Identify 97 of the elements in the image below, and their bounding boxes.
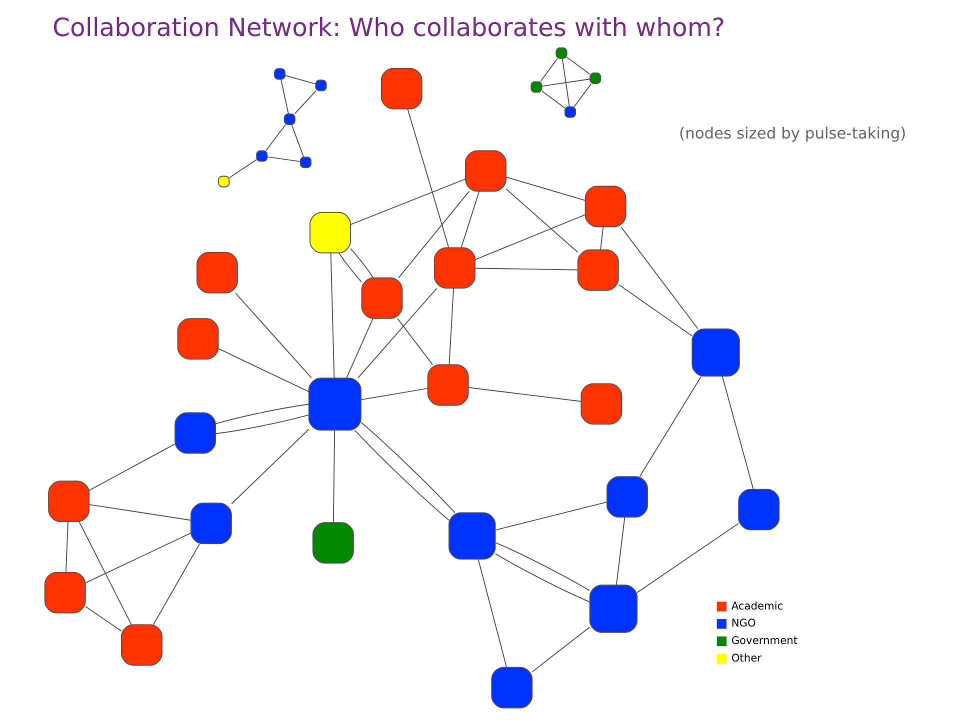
node-box — [315, 80, 327, 92]
node-box — [218, 176, 230, 188]
node-box — [448, 512, 496, 560]
connector — [542, 90, 566, 108]
node-box — [590, 72, 602, 84]
connector — [88, 504, 192, 521]
connector — [231, 428, 310, 504]
connector — [284, 75, 316, 84]
connector — [494, 502, 608, 531]
connector — [280, 78, 289, 114]
connector — [478, 558, 508, 668]
node-box — [530, 81, 542, 93]
node-box — [256, 150, 268, 162]
connector — [88, 444, 176, 491]
connector — [474, 214, 586, 260]
node-box — [190, 502, 232, 544]
node-box — [580, 383, 622, 425]
connector — [541, 78, 590, 87]
node-box — [434, 247, 476, 289]
connector — [346, 318, 374, 378]
node-box — [491, 666, 533, 708]
connector — [266, 124, 286, 152]
node-box — [564, 106, 576, 118]
node-box — [361, 277, 403, 319]
connector — [566, 56, 590, 75]
node-box — [577, 249, 619, 291]
node-box — [284, 113, 296, 126]
connector — [407, 108, 450, 248]
connector — [235, 292, 312, 378]
node-box — [44, 572, 86, 614]
connector — [350, 248, 374, 278]
connector — [358, 288, 438, 378]
connector — [460, 191, 480, 248]
label: (nodes sized by pulse-taking) — [679, 124, 906, 142]
connector — [354, 430, 450, 521]
node-box — [380, 68, 422, 110]
connector — [397, 318, 433, 366]
connector — [468, 387, 582, 402]
connector — [620, 226, 698, 330]
connector — [218, 348, 310, 392]
node-box — [427, 364, 469, 406]
node-box — [310, 212, 351, 254]
connector — [616, 516, 626, 586]
connector — [722, 376, 754, 490]
node-box — [48, 480, 90, 522]
legend-label: Other — [731, 651, 762, 664]
connector — [574, 83, 592, 108]
connector — [448, 288, 454, 366]
connector — [639, 376, 702, 477]
node-box — [300, 156, 312, 168]
node-box — [738, 488, 780, 530]
connector — [636, 522, 739, 594]
node-box — [312, 522, 354, 564]
node-box — [692, 328, 740, 377]
connector — [494, 542, 590, 592]
node-box — [274, 68, 286, 80]
node-box — [121, 624, 162, 666]
connector — [495, 553, 590, 602]
connector — [618, 284, 692, 336]
connector — [474, 268, 578, 270]
connector — [338, 252, 362, 282]
node-box — [177, 318, 219, 360]
node-box — [174, 412, 216, 454]
legend-label: Government — [731, 634, 798, 647]
connector — [85, 606, 122, 632]
connector — [562, 58, 570, 108]
node-box — [196, 252, 238, 294]
node-box — [465, 150, 506, 192]
connector — [350, 178, 466, 226]
node-box — [606, 476, 648, 518]
connector — [506, 188, 578, 253]
connector — [330, 252, 335, 378]
legend-label: Academic — [731, 599, 784, 612]
diagram-title: Collaboration Network: Who collaborates with whom? — [52, 13, 726, 42]
connector — [360, 388, 428, 400]
connector — [506, 176, 586, 201]
connector — [215, 404, 310, 424]
connector — [84, 532, 192, 584]
connector — [600, 226, 604, 250]
connector — [540, 58, 558, 82]
connector — [266, 156, 301, 162]
connector — [332, 430, 336, 523]
node-box — [584, 186, 626, 228]
connector — [152, 543, 200, 626]
node-box — [556, 47, 568, 59]
connector — [398, 190, 470, 278]
legend-label: NGO — [731, 616, 756, 630]
connector — [228, 159, 257, 178]
connector — [532, 626, 590, 672]
connector — [215, 414, 310, 434]
node-box — [308, 378, 362, 431]
connector — [291, 124, 304, 158]
connector — [78, 522, 132, 626]
connector — [65, 521, 68, 572]
node-box — [589, 584, 638, 633]
connector — [360, 422, 456, 514]
connector — [294, 90, 316, 114]
